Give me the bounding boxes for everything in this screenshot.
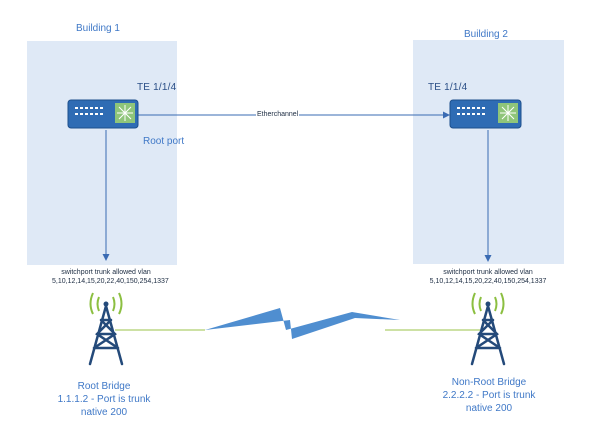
lightning-bolt-icon <box>205 308 400 339</box>
root-bridge-title: Root Bridge <box>77 381 131 392</box>
vlan-config-left-line2: 5,10,12,14,15,20,22,40,150,254,1337 <box>52 278 169 285</box>
root-port-label: Root port <box>143 136 185 147</box>
nonroot-bridge-label: Non-Root Bridge 2.2.2.2 - Port is trunk … <box>418 376 560 415</box>
radio-tower-icon[interactable] <box>470 292 506 366</box>
nonroot-bridge-title: Non-Root Bridge <box>451 377 527 388</box>
vlan-config-right: switchport trunk allowed vlan 5,10,12,14… <box>429 268 547 286</box>
radio-tower-icon[interactable] <box>88 292 124 366</box>
etherchannel-label: Etherchannel <box>256 111 300 118</box>
network-switch-icon[interactable] <box>67 99 139 129</box>
network-switch-icon[interactable] <box>449 99 522 129</box>
building-1-title: Building 1 <box>76 23 120 34</box>
nonroot-bridge-address: 2.2.2.2 - Port is trunk <box>442 390 536 401</box>
building-1-port-label: TE 1/1/4 <box>137 82 177 93</box>
vlan-config-right-line2: 5,10,12,14,15,20,22,40,150,254,1337 <box>429 278 547 285</box>
vlan-config-left-line1: switchport trunk allowed vlan <box>61 269 151 276</box>
root-bridge-native: native 200 <box>80 407 128 418</box>
root-bridge-address: 1.1.1.2 - Port is trunk <box>57 394 151 405</box>
building-2-port-label: TE 1/1/4 <box>428 82 468 93</box>
vlan-config-left: switchport trunk allowed vlan 5,10,12,14… <box>52 268 169 286</box>
root-bridge-label: Root Bridge 1.1.1.2 - Port is trunk nati… <box>40 380 168 419</box>
vlan-config-right-line1: switchport trunk allowed vlan <box>443 269 533 276</box>
building-2-title: Building 2 <box>464 29 508 40</box>
building-1-area <box>27 41 177 265</box>
nonroot-bridge-native: native 200 <box>465 403 513 414</box>
